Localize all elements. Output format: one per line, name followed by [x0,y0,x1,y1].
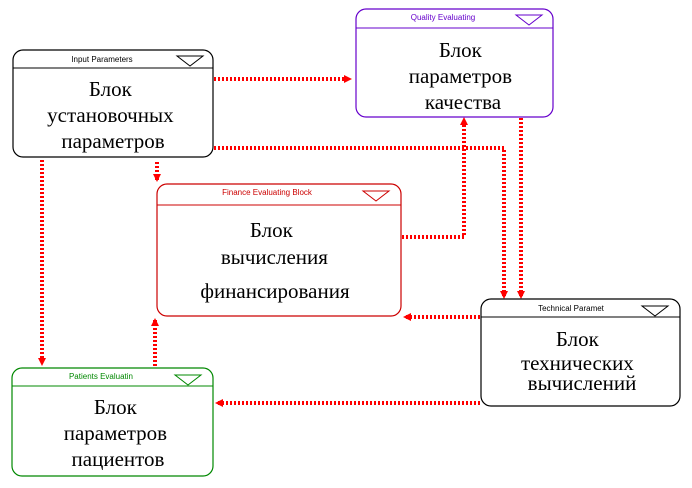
block-technical-collapse-icon[interactable] [640,305,670,317]
block-input-header: Input Parameters [71,55,132,64]
block-finance-header: Finance Evaluating Block [222,188,313,197]
block-patients-body: Блок параметров пациентов [64,395,173,471]
block-finance-frame [156,183,402,317]
block-finance-evaluating[interactable]: Finance Evaluating Block Блок вычисления… [156,183,402,317]
block-quality-header: Quality Evaluating [411,13,475,22]
block-finance-collapse-icon[interactable] [361,190,391,202]
block-finance-body-line-1: Блок [250,218,294,242]
block-input-collapse-icon[interactable] [175,55,205,67]
block-input-body-line-3: параметров [61,129,164,153]
block-technical-body-line-2: технических [521,351,634,375]
block-patients-header: Patients Evaluatin [69,372,133,381]
connections-layer [38,75,525,407]
block-input-frame [12,49,214,158]
block-technical-header: Technical Paramet [538,304,605,313]
block-finance-body-line-3: финансирования [200,279,350,303]
block-technical-body-line-1: Блок [556,327,600,351]
block-patients-evaluating[interactable]: Patients Evaluatin Блок параметров пацие… [11,367,214,477]
block-quality-evaluating[interactable]: Quality Evaluating Блок параметров качес… [355,8,554,118]
block-finance-body: Блок вычисления финансирования [200,218,350,303]
block-patients-collapse-icon[interactable] [173,374,203,386]
arrow-finance-to-quality [402,117,468,239]
block-technical-frame [480,298,681,407]
block-input-parameters[interactable]: Input Parameters Блок установочных парам… [12,49,214,158]
block-technical-parameters[interactable]: Technical Paramet Блок технических вычис… [480,298,681,407]
block-patients-body-line-2: параметров [64,421,167,445]
block-quality-body: Блок параметров качества [409,38,518,114]
block-quality-body-line-3: качества [425,90,502,114]
block-finance-body-line-2: вычисления [221,245,328,269]
block-patients-frame [11,367,214,477]
block-input-body-line-2: установочных [47,103,174,127]
arrow-input-to-technical [214,146,508,299]
block-technical-body-line-3: вычислений [528,371,637,395]
block-technical-body: Блок технических вычислений [521,327,639,395]
block-quality-frame [355,8,554,118]
block-quality-collapse-icon[interactable] [514,14,544,26]
block-patients-body-line-1: Блок [94,395,138,419]
block-quality-body-line-1: Блок [439,38,483,62]
block-input-body: Блок установочных параметров [47,77,179,153]
block-input-body-line-1: Блок [89,77,133,101]
block-quality-body-line-2: параметров [409,64,512,88]
block-patients-body-line-3: пациентов [72,447,165,471]
